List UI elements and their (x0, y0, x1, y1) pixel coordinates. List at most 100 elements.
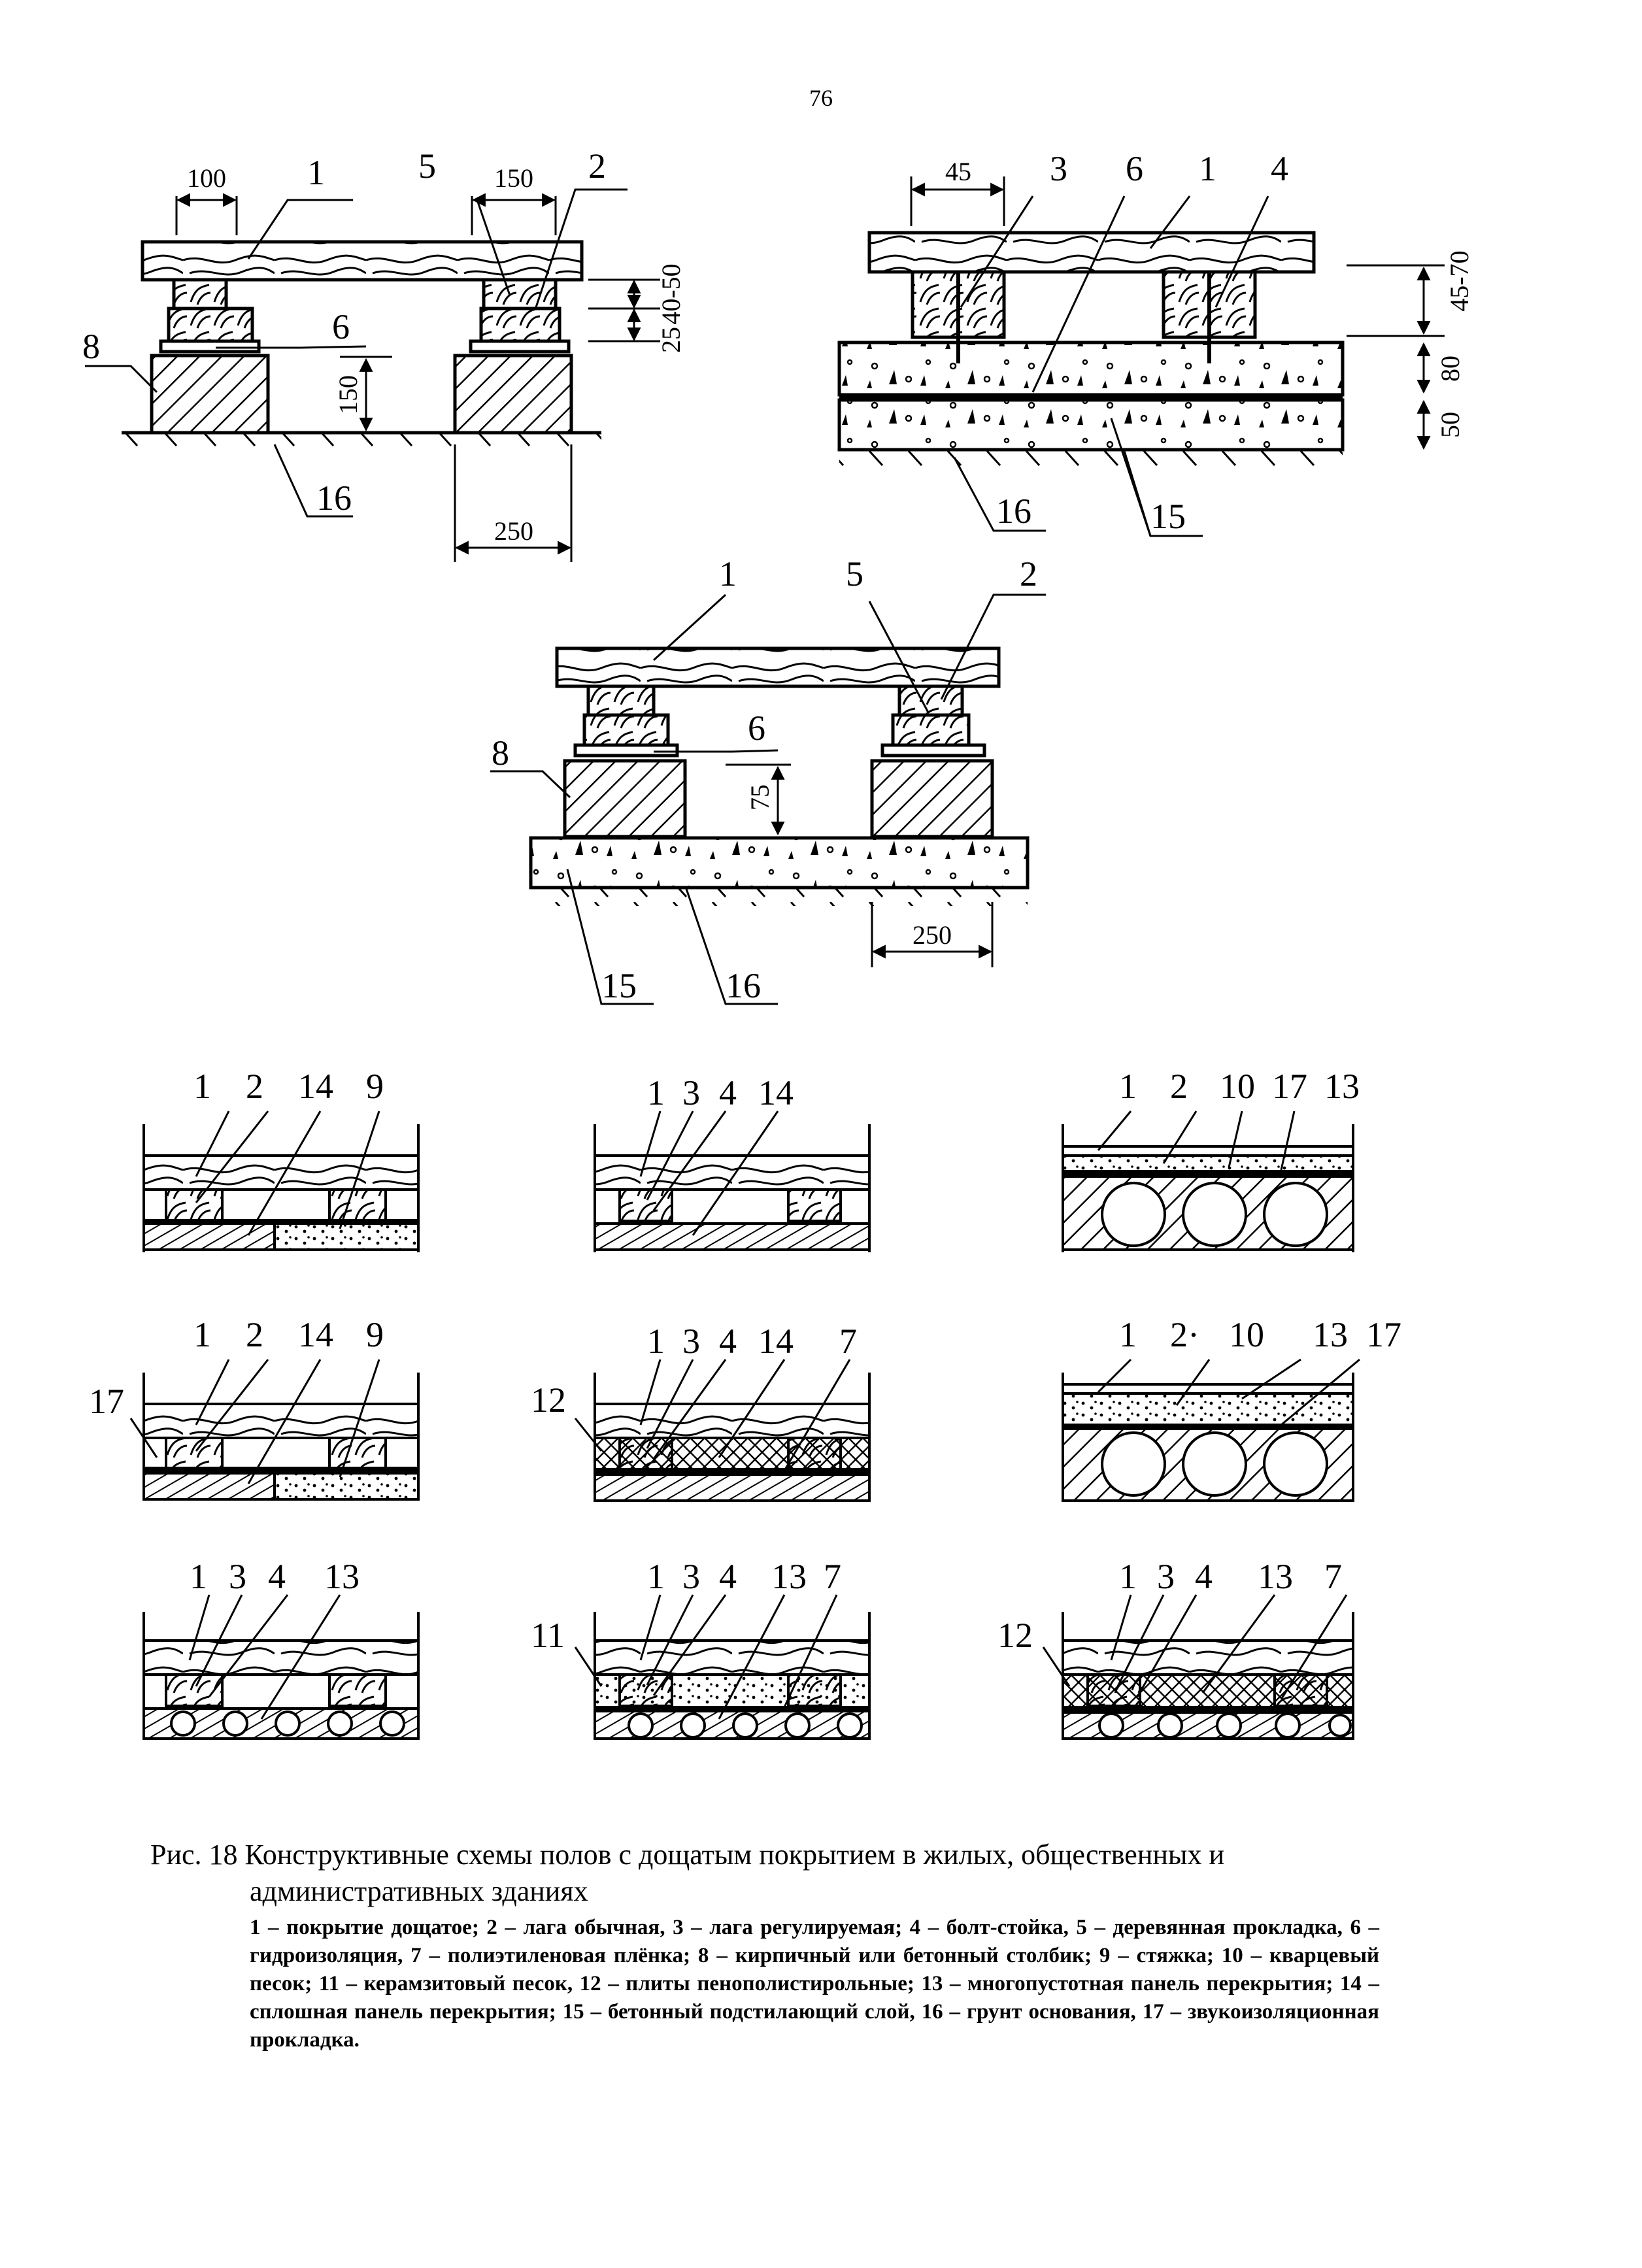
callout-label: 1 (1199, 149, 1216, 188)
dimension-label: 50 (1435, 412, 1465, 438)
callout-label: 14 (298, 1315, 333, 1354)
callout-label: 6 (332, 307, 350, 346)
concrete-layer (837, 398, 1345, 452)
dimension-label: 150 (333, 375, 363, 414)
ground-soil (839, 451, 1343, 468)
callout-label: 4 (719, 1322, 737, 1361)
callout-label: 9 (366, 1067, 384, 1106)
callout-label: 14 (758, 1322, 794, 1361)
scheme-1-3 (1062, 1110, 1354, 1252)
callout-label: 5 (846, 554, 863, 593)
diagram-top-right (837, 176, 1445, 537)
scheme-2-3 (1062, 1358, 1360, 1502)
callout-label: 1 (1119, 1557, 1137, 1596)
scheme-3-2 (574, 1594, 871, 1740)
dimension-label: 250 (494, 516, 533, 546)
dimension-label: 25 (656, 327, 686, 353)
callout-label: 13 (1258, 1557, 1293, 1596)
callout-label: 6 (1126, 149, 1143, 188)
dimension-label: 45 (945, 157, 971, 186)
dimension-label: 100 (187, 163, 226, 193)
callout-label: 13 (1313, 1315, 1348, 1354)
callout-label: 1 (647, 1557, 665, 1596)
scheme-2-1 (129, 1359, 420, 1501)
callout-label: 5 (418, 146, 436, 186)
waterproofing (880, 743, 986, 758)
dimension-label: 80 (1435, 356, 1465, 382)
callout-label: 6 (748, 709, 765, 748)
brick-post (453, 354, 573, 435)
dimension-label: 75 (745, 784, 775, 810)
callout-label: 1 (1119, 1315, 1137, 1354)
callout-label: 14 (758, 1073, 794, 1112)
callout-label: 2 (1020, 554, 1037, 593)
callout-label: 16 (726, 966, 761, 1005)
callout-label: 17 (89, 1382, 124, 1421)
callout-label: 8 (82, 327, 100, 366)
joist (586, 684, 656, 717)
callout-label: 4 (719, 1557, 737, 1596)
callout-label: 11 (531, 1616, 565, 1655)
callout-label: 13 (324, 1557, 360, 1596)
wood-pad (582, 713, 670, 747)
callout-label: 9 (366, 1315, 384, 1354)
scheme-3-1 (142, 1594, 420, 1740)
scheme-3-3 (1042, 1594, 1354, 1740)
board-covering (141, 240, 584, 282)
callout-label: 17 (1366, 1315, 1401, 1354)
callout-label: 7 (824, 1557, 841, 1596)
callout-label: 13 (771, 1557, 807, 1596)
concrete-layer (529, 836, 1030, 890)
callout-label: 2 (588, 146, 606, 186)
callout-label: 12 (997, 1616, 1033, 1655)
diagram-middle-text: 1 5 2 6 8 15 16 75 250 (492, 554, 1037, 1005)
caption-legend: 1 – покрытие дощатое; 2 – лага обычная, … (250, 1916, 1379, 2052)
scheme-2-2 (574, 1359, 871, 1502)
callout-label: 2 (1170, 1067, 1188, 1106)
callout-label: 12 (531, 1380, 566, 1420)
board-covering (555, 646, 1001, 688)
callout-label: 1 (647, 1322, 665, 1361)
callout-label: 1 (647, 1073, 665, 1112)
wood-pad (479, 307, 561, 343)
figure-caption: Рис. 18 Конструктивные схемы полов с дощ… (150, 1837, 1379, 2054)
brick-post (870, 759, 994, 839)
callout-label: 13 (1324, 1067, 1360, 1106)
callout-label: 1 (307, 153, 325, 192)
callout-label: 3 (229, 1557, 246, 1596)
callout-label: 17 (1272, 1067, 1307, 1106)
callout-label: 4 (268, 1557, 286, 1596)
caption-title: Рис. 18 Конструктивные схемы полов с дощ… (150, 1839, 1225, 1907)
callout-label: 10 (1220, 1067, 1255, 1106)
callout-label: 10 (1229, 1315, 1264, 1354)
diagram-top-left-text: 1 2 5 6 8 16 100 150 40-50 25 150 250 (82, 146, 686, 546)
callout-label: 1 (193, 1067, 211, 1106)
callout-label: 14 (298, 1067, 333, 1106)
callout-label: 2 (246, 1315, 263, 1354)
callout-label: 16 (996, 492, 1031, 531)
floor-construction-figure: 76 1 2 5 (82, 85, 1474, 1740)
joist (172, 278, 228, 310)
brick-post (150, 354, 270, 435)
dimension-label: 150 (494, 163, 533, 193)
grid-labels: 1 2 14 9 1 3 4 14 1 2 10 17 13 17 1 2 14… (89, 1067, 1401, 1655)
callout-label: 2· (1170, 1315, 1199, 1354)
diagram-top-left (85, 188, 660, 562)
callout-label: 7 (839, 1322, 857, 1361)
joist (897, 684, 964, 717)
callout-label: 4 (1195, 1557, 1213, 1596)
callout-label: 15 (1150, 497, 1186, 536)
callout-label: 8 (492, 733, 509, 773)
concrete-layer (837, 341, 1345, 397)
diagram-top-right-text: 3 6 1 4 16 15 45 45-70 80 50 (945, 149, 1474, 536)
dimension-label: 250 (913, 920, 952, 950)
callout-label: 15 (601, 966, 637, 1005)
callout-label: 1 (1119, 1067, 1137, 1106)
callout-label: 3 (1050, 149, 1067, 188)
callout-label: 4 (1271, 149, 1288, 188)
brick-post (563, 759, 687, 839)
callout-label: 2 (246, 1067, 263, 1106)
page-number: 76 (809, 85, 833, 111)
wood-pad (167, 307, 254, 343)
